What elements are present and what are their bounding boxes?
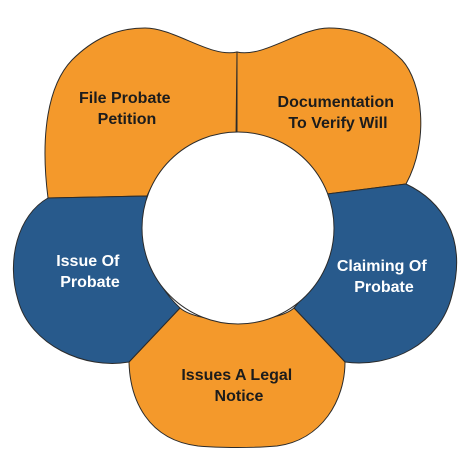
label-claiming-of-probate: Claiming Of Probate (337, 258, 431, 296)
label-line: Petition (98, 111, 157, 128)
label-file-probate-petition: File Probate Petition (79, 90, 175, 128)
center-circle (141, 131, 335, 325)
label-documentation-to-verify-will: Documentation To Verify Will (278, 94, 399, 132)
label-issue-of-probate: Issue Of Probate (56, 253, 124, 291)
label-line: Probate (60, 274, 120, 291)
label-line: File Probate (79, 90, 171, 107)
label-line: Claiming Of (337, 258, 427, 275)
label-line: To Verify Will (288, 115, 387, 132)
label-line: Issue Of (56, 253, 120, 270)
label-line: Notice (215, 388, 264, 405)
label-issues-a-legal-notice: Issues A Legal Notice (181, 367, 296, 405)
label-line: Documentation (278, 94, 394, 111)
label-line: Issues A Legal (181, 367, 292, 384)
label-line: Probate (354, 279, 414, 296)
